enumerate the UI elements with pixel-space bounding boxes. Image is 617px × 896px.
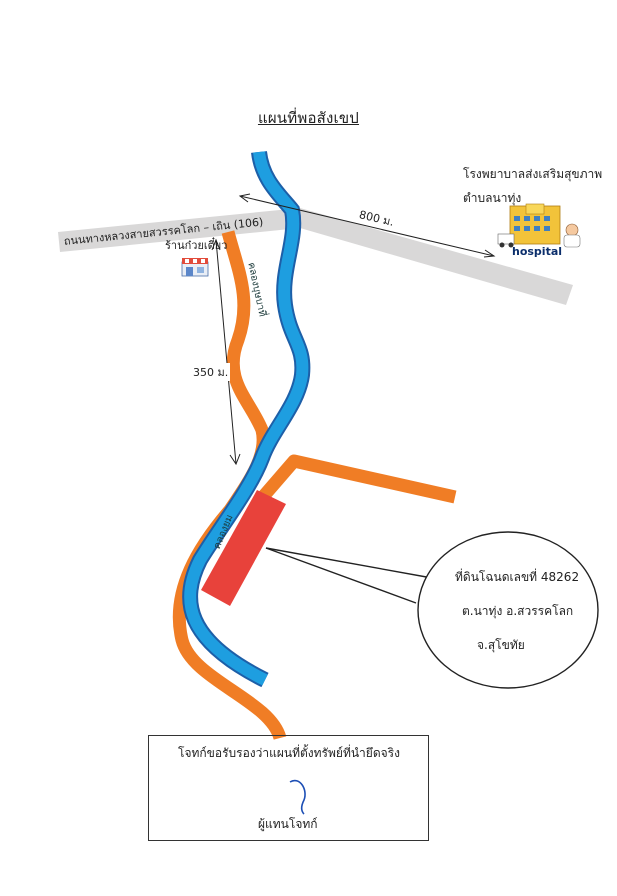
signature-mark	[289, 779, 306, 815]
map-title: แผนที่พอสังเขป	[257, 109, 360, 127]
distance-arrow-hospital	[238, 193, 496, 258]
certification-box	[148, 735, 429, 841]
parcel-callout-bubble	[417, 531, 599, 689]
land-parcel	[201, 490, 286, 606]
highway	[58, 208, 573, 305]
distance-arrow-shop	[211, 238, 241, 466]
shop-label: ร้านก๋วยเตี๋ยว	[165, 239, 228, 252]
certification-text: โจทก์ขอรับรองว่าแผนที่ตั้งทรัพย์ที่นำยึด…	[178, 746, 400, 760]
river	[184, 151, 309, 686]
callout-pointer	[265, 547, 433, 604]
branch-road	[257, 454, 457, 504]
signer-label: ผู้แทนโจทก์	[258, 817, 318, 831]
parcel-province: จ.สุโขทัย	[477, 638, 525, 652]
hospital-icon	[497, 203, 581, 248]
shop-icon	[181, 258, 209, 277]
hospital-icon-label: hospital	[512, 245, 563, 258]
parcel-deed-number: ที่ดินโฉนดเลขที่ 48262	[455, 570, 580, 584]
hospital-title: โรงพยาบาลส่งเสริมสุขภาพ	[463, 167, 603, 181]
distance-label-shop: 350 ม.	[191, 363, 231, 381]
hospital-subtitle: ตำบลนาทุ่ง	[463, 191, 522, 205]
parcel-location: ต.นาทุ่ง อ.สวรรคโลก	[462, 604, 574, 618]
